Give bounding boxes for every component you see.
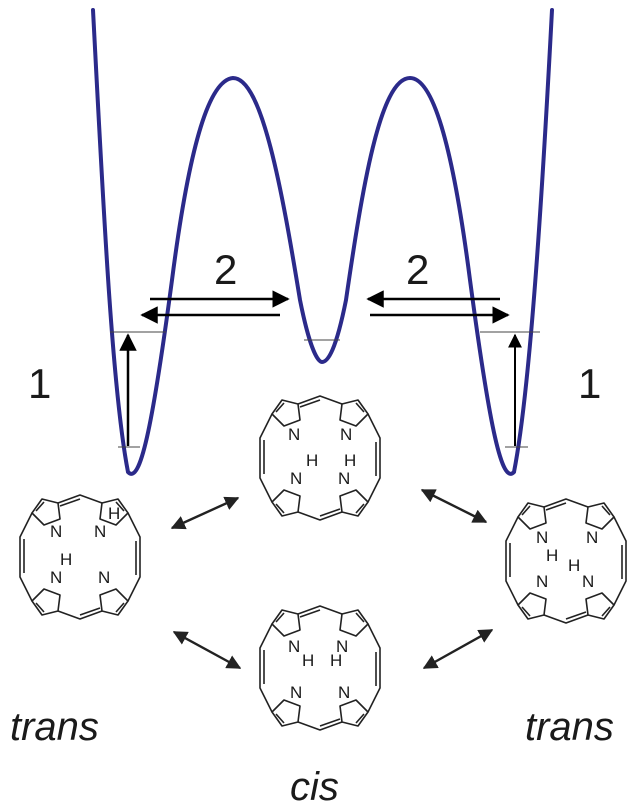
atom-h: H	[108, 504, 120, 523]
atom-n: N	[338, 683, 350, 702]
atom-n: N	[582, 572, 594, 591]
atom-n: N	[336, 637, 348, 656]
structure-cis-top: N N N H H N	[259, 395, 381, 521]
process-2-right-label: 2	[406, 246, 429, 293]
cis-label: cis	[290, 765, 339, 809]
atom-h: H	[344, 451, 356, 470]
equilibrium-arrow-cis-bottom-to-trans-right	[422, 628, 494, 670]
atom-n: N	[338, 469, 350, 488]
equilibrium-arrow-trans-left-to-cis-bottom	[172, 630, 242, 670]
atom-n: N	[536, 572, 548, 591]
atom-n: N	[288, 425, 300, 444]
atom-n: N	[290, 683, 302, 702]
atom-h: H	[60, 550, 72, 569]
atom-n: N	[50, 522, 62, 541]
process-1-right-label: 1	[578, 360, 601, 407]
atom-n: N	[586, 528, 598, 547]
atom-n: N	[98, 568, 110, 587]
atom-h: H	[546, 546, 558, 565]
atom-h: H	[568, 556, 580, 575]
process-2-left-label: 2	[214, 246, 237, 293]
equilibrium-arrow-cis-top-to-trans-right	[420, 488, 488, 524]
atom-n: N	[290, 469, 302, 488]
atom-h: H	[306, 451, 318, 470]
atom-n: N	[50, 568, 62, 587]
process-1-left-label: 1	[28, 360, 51, 407]
trans-left-label: trans	[10, 705, 99, 749]
atom-n: N	[340, 425, 352, 444]
atom-n: N	[288, 637, 300, 656]
structure-trans-right: N H N N H N	[505, 498, 627, 624]
atom-h: H	[302, 651, 314, 670]
atom-n: N	[94, 522, 106, 541]
equilibrium-arrow-trans-left-to-cis-top	[170, 496, 240, 530]
atom-h: H	[330, 651, 342, 670]
energy-levels	[110, 331, 540, 448]
potential-energy-curve	[91, 8, 554, 476]
structure-cis-bottom: N H N H N N	[259, 605, 381, 731]
atom-n: N	[536, 528, 548, 547]
structure-trans-left: N N H N H N	[19, 494, 141, 620]
trans-right-label: trans	[525, 705, 614, 749]
